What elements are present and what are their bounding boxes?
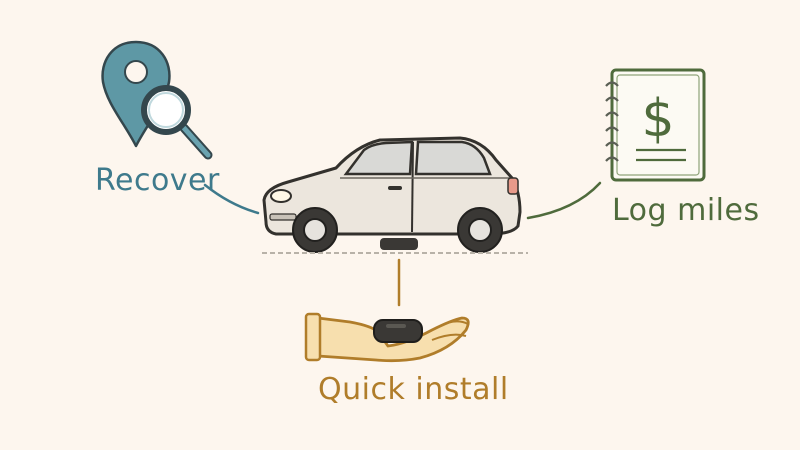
location-pin-icon: [101, 40, 171, 148]
feature-label-log-miles: Log miles: [612, 193, 760, 228]
connector-log-miles: [526, 181, 602, 220]
car-wheel-front: [292, 207, 338, 253]
spiral-notebook-dollar-icon: $: [605, 68, 706, 182]
car-icon: [262, 136, 528, 254]
car-window-front: [343, 140, 414, 176]
feature-label-quick-install: Quick install: [318, 372, 509, 407]
notebook-spiral: [605, 81, 619, 162]
location-pin-magnifier-icon: [101, 40, 213, 160]
obd-device-icon: [373, 319, 423, 343]
feature-label-recover: Recover: [95, 163, 220, 198]
connector-recover: [203, 183, 260, 215]
dollar-sign-icon: $: [641, 89, 674, 149]
car-window-rear: [414, 140, 492, 176]
car-taillight: [507, 177, 519, 195]
car-headlight: [270, 189, 292, 203]
car-wheel-rear: [457, 207, 503, 253]
obd-device-installed: [380, 238, 418, 250]
hand-holding-device-icon: [304, 312, 470, 363]
